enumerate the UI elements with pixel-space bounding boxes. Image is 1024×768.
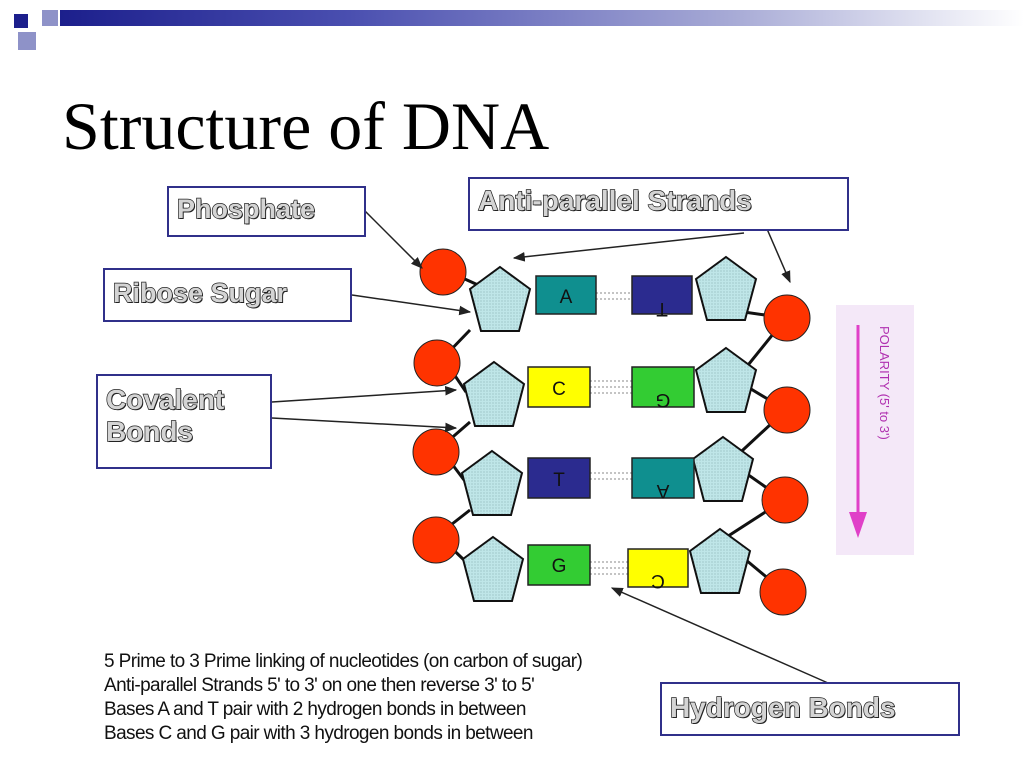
hydrogen-bonds-label: Hydrogen Bonds <box>669 691 896 723</box>
base-right-letter: C <box>651 570 665 591</box>
anti-parallel-arrow-right <box>763 221 791 284</box>
base-right-letter: T <box>656 298 668 319</box>
hydrogen-bonds-label-box: Hydrogen Bonds <box>660 682 960 736</box>
base-right <box>631 366 695 408</box>
phosphate-circle <box>763 386 811 434</box>
base-left-letter: T <box>553 470 565 491</box>
polarity-arrow-head <box>849 512 867 538</box>
header-square-2 <box>42 10 58 26</box>
base-pair-4: G C <box>527 544 689 591</box>
notes-list: 5 Prime to 3 Prime linking of nucleotide… <box>104 650 583 746</box>
base-left <box>527 366 591 408</box>
sugar-pentagon <box>694 255 758 321</box>
sugar-pentagon <box>461 535 525 602</box>
sugar-pentagon <box>691 435 755 502</box>
base-pair-1: A T <box>535 275 693 319</box>
phosphate-circle <box>763 294 811 342</box>
covalent-label-line2: Bonds <box>105 415 194 448</box>
anti-parallel-label-box: Anti-parallel Strands <box>468 177 849 231</box>
base-pair-3: T A <box>527 457 695 501</box>
base-left-letter: G <box>552 556 567 577</box>
note-line: Bases C and G pair with 3 hydrogen bonds… <box>104 723 533 744</box>
base-right <box>627 548 689 588</box>
base-right <box>631 457 695 499</box>
covalent-bonds-label-box: Covalent Bonds <box>96 374 272 469</box>
base-left-letter: A <box>560 287 573 308</box>
base-left-letter: C <box>552 379 566 400</box>
sugar-pentagon <box>460 449 524 516</box>
polarity-panel <box>836 305 914 555</box>
base-left <box>527 457 591 499</box>
anti-parallel-arrow-left <box>512 232 745 262</box>
phosphate-circle <box>761 476 809 524</box>
right-sugars <box>688 255 758 594</box>
sugar-pentagon <box>468 265 532 332</box>
base-right-letter: G <box>656 389 671 410</box>
hydrogen-bond-lines <box>590 292 632 575</box>
base-right-letter: A <box>656 480 669 501</box>
base-right <box>631 275 693 315</box>
polarity-label: POLARITY (5' to 3') <box>877 326 892 440</box>
header-square-1 <box>14 14 28 28</box>
sugar-pentagon <box>462 360 526 427</box>
sugar-pentagon <box>688 527 752 594</box>
note-line: Anti-parallel Strands 5' to 3' on one th… <box>104 675 535 696</box>
header-gradient-bar <box>60 10 1024 26</box>
note-line: 5 Prime to 3 Prime linking of nucleotide… <box>104 651 583 672</box>
base-left <box>535 275 597 315</box>
header-square-3 <box>18 32 36 50</box>
phosphate-circle <box>759 568 807 616</box>
phosphate-circle <box>412 428 460 476</box>
phosphate-arrow <box>363 209 423 269</box>
ribose-arrow <box>351 294 472 316</box>
covalent-arrow-1 <box>271 385 458 403</box>
left-sugars <box>460 265 532 602</box>
phosphates <box>412 248 811 616</box>
slide-title: Structure of DNA <box>62 88 550 164</box>
anti-parallel-label: Anti-parallel Strands <box>477 184 752 216</box>
sugar-pentagon <box>694 346 758 413</box>
phosphate-circle <box>419 248 467 296</box>
note-line: Bases A and T pair with 2 hydrogen bonds… <box>104 699 526 720</box>
ribose-sugar-label: Ribose Sugar <box>112 277 288 308</box>
hydrogen-arrow <box>610 587 829 684</box>
covalent-arrow-2 <box>271 417 458 433</box>
ribose-label-box: Ribose Sugar <box>103 268 352 322</box>
phosphate-circle <box>412 516 460 564</box>
phosphate-label: Phosphate <box>176 193 316 224</box>
annotation-arrows <box>271 209 829 684</box>
base-pair-2: C G <box>527 366 695 410</box>
phosphate-circle <box>413 339 461 387</box>
base-left <box>527 544 591 586</box>
covalent-label-line1: Covalent <box>105 383 225 415</box>
phosphate-label-box: Phosphate <box>167 186 366 237</box>
